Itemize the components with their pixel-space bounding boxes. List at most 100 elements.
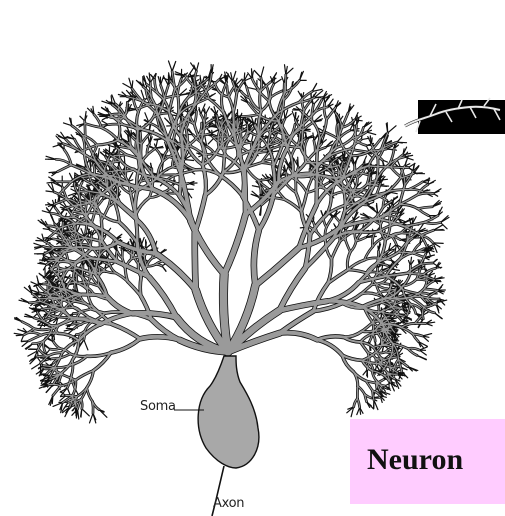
dendrite-outline: [404, 157, 413, 160]
dendrite-branch: [317, 340, 342, 355]
dendrite-outline: [435, 313, 443, 319]
dendrite-outline: [21, 341, 29, 342]
dendrite-outline: [191, 63, 197, 71]
dendrite-outline: [47, 375, 52, 376]
dendrite-outline: [36, 241, 44, 242]
dendrite-outline: [206, 107, 210, 114]
dendrite-outline: [292, 82, 293, 87]
dendrite-outline: [64, 402, 68, 408]
dendrite-branch: [254, 230, 259, 285]
dendrite-outline: [387, 123, 388, 133]
dendrite-outline: [377, 366, 380, 371]
dendrite-outline: [423, 334, 432, 336]
dendrite-outline: [397, 142, 402, 143]
dendrite-outline: [336, 209, 337, 218]
dendrite-branch: [119, 222, 137, 243]
dendrite-branch: [285, 75, 286, 93]
soma: [174, 356, 259, 516]
dendrite-outline: [84, 340, 88, 350]
dendrite-outline: [77, 225, 80, 232]
highlighted-dendrite: [405, 98, 505, 134]
dendrite-branch: [195, 233, 196, 290]
dendrite-outline: [102, 121, 109, 125]
dendrite-outline: [388, 126, 396, 133]
dendrite-outline: [162, 266, 166, 272]
dendrite-branch: [156, 253, 196, 290]
dendrite-outline: [184, 160, 193, 161]
dendrite-outline: [141, 90, 144, 99]
dendrite-outline: [233, 71, 236, 81]
dendrite-branch: [359, 231, 378, 232]
dendrite-outline: [361, 138, 369, 140]
dendrite-outline: [433, 194, 438, 197]
dendrite-outline: [169, 61, 173, 71]
dendrite-outline: [313, 133, 314, 141]
dendrite-branch: [424, 216, 438, 223]
title-box: Neuron: [350, 419, 505, 504]
soma-label: Soma: [140, 400, 176, 413]
dendrite-outline: [282, 77, 285, 84]
dendrite-outline: [261, 67, 264, 78]
dendrite-branch: [255, 248, 299, 286]
dendrite-branch: [418, 209, 429, 216]
dendrite-branch: [195, 195, 206, 233]
dendrite-outline: [172, 65, 174, 71]
dendrite-outline: [188, 76, 199, 77]
dendrite-outline: [101, 153, 106, 157]
axon-label: Axon: [213, 497, 244, 510]
dendrite-outline: [374, 400, 378, 409]
dendrite-outline: [196, 63, 198, 71]
dendrite-branch: [271, 91, 282, 97]
dendrite-branch: [141, 135, 148, 144]
dendrite-outline: [66, 328, 74, 329]
dendrite-outline: [80, 116, 85, 121]
dendrite-outline: [397, 137, 402, 142]
dendrite-branch: [62, 375, 75, 380]
dendrite-outline: [82, 409, 90, 416]
dendrite-outline: [261, 205, 262, 215]
dendrite-outline: [67, 388, 70, 394]
dendrite-branch: [280, 311, 314, 333]
dendrite-outline: [324, 97, 325, 103]
dendrite-branch: [284, 83, 285, 100]
dendrite-outline: [244, 73, 245, 81]
dendrite-branch: [220, 175, 243, 196]
soma-body: [198, 356, 259, 468]
dendrite-outline: [426, 324, 432, 326]
dendrite-branch: [233, 113, 234, 136]
dendrite-branch: [108, 124, 123, 125]
dendrite-outline: [21, 335, 24, 341]
dendrite-branch: [105, 312, 125, 313]
dendrite-branch: [237, 119, 238, 131]
dendrite-outline: [254, 70, 261, 77]
dendrite-outline: [90, 413, 94, 423]
dendrite-branch: [273, 167, 274, 195]
dendrite-branch: [140, 247, 141, 254]
dendrite-branch: [53, 386, 61, 396]
dendrite-outline: [423, 190, 430, 192]
dendrite-branch: [286, 183, 296, 192]
dendrite-outline: [367, 132, 376, 135]
dendrite-branch: [224, 215, 245, 275]
dendrite-branch: [391, 167, 409, 168]
dendrite-branch: [29, 335, 41, 341]
dendrite-branch: [140, 278, 141, 296]
dendrite-branch: [223, 274, 228, 352]
dendrite-outline: [52, 217, 55, 224]
dendrite-outline: [252, 69, 253, 79]
dendrite-outline: [46, 349, 50, 354]
dendrite-branch: [346, 240, 351, 252]
dendrite-outline: [433, 243, 443, 244]
dendrite-outline: [34, 243, 43, 246]
dendrite-outline: [433, 259, 438, 263]
dendrite-branch: [58, 165, 72, 172]
dendrite-outline: [16, 335, 24, 336]
dendrite-outline: [414, 173, 423, 174]
dendrite-outline: [434, 230, 444, 231]
dendrite-outline: [417, 355, 426, 359]
dendrite-branch: [327, 108, 336, 120]
dendrite-outline: [433, 189, 441, 194]
dendrite-branch: [22, 322, 34, 329]
dendrite-outline: [46, 204, 55, 205]
